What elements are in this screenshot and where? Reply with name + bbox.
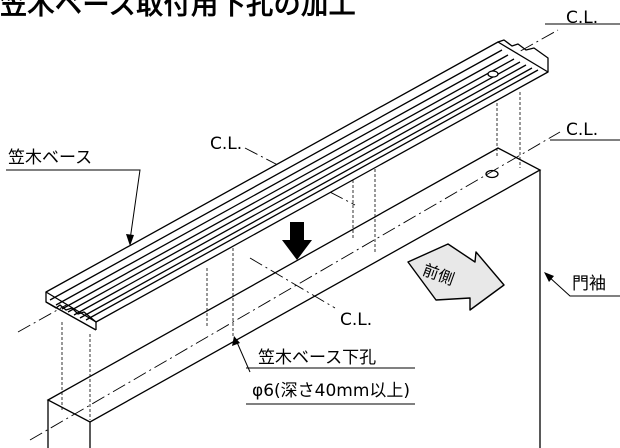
- projection-lines: [61, 92, 521, 420]
- pilot-hole-spec: φ6(深さ40mm以上): [252, 381, 411, 401]
- cl-label-top-right: C.L.: [566, 8, 599, 28]
- kasagi-base-label: 笠木ベース: [8, 148, 93, 168]
- front-direction-arrow-icon: [407, 243, 505, 311]
- down-arrow-icon: [282, 222, 312, 260]
- kasagi-base: [45, 39, 549, 331]
- cl-label-mid-right: C.L.: [566, 120, 599, 140]
- leader-lines: [6, 23, 620, 405]
- center-line-pillar: [29, 131, 561, 441]
- leader-arrowheads: [126, 234, 554, 346]
- cl-label-center-top: C.L.: [210, 134, 243, 154]
- cl-label-center-bottom: C.L.: [340, 310, 373, 330]
- center-line-cross-lower: [249, 257, 336, 309]
- monsode-label: 門袖: [572, 274, 606, 294]
- pilot-hole-label: 笠木ベース下孔: [258, 348, 377, 368]
- gate-pillar: [46, 147, 542, 448]
- diagram-title: 笠木ベース取付用下孔の加工: [0, 0, 357, 21]
